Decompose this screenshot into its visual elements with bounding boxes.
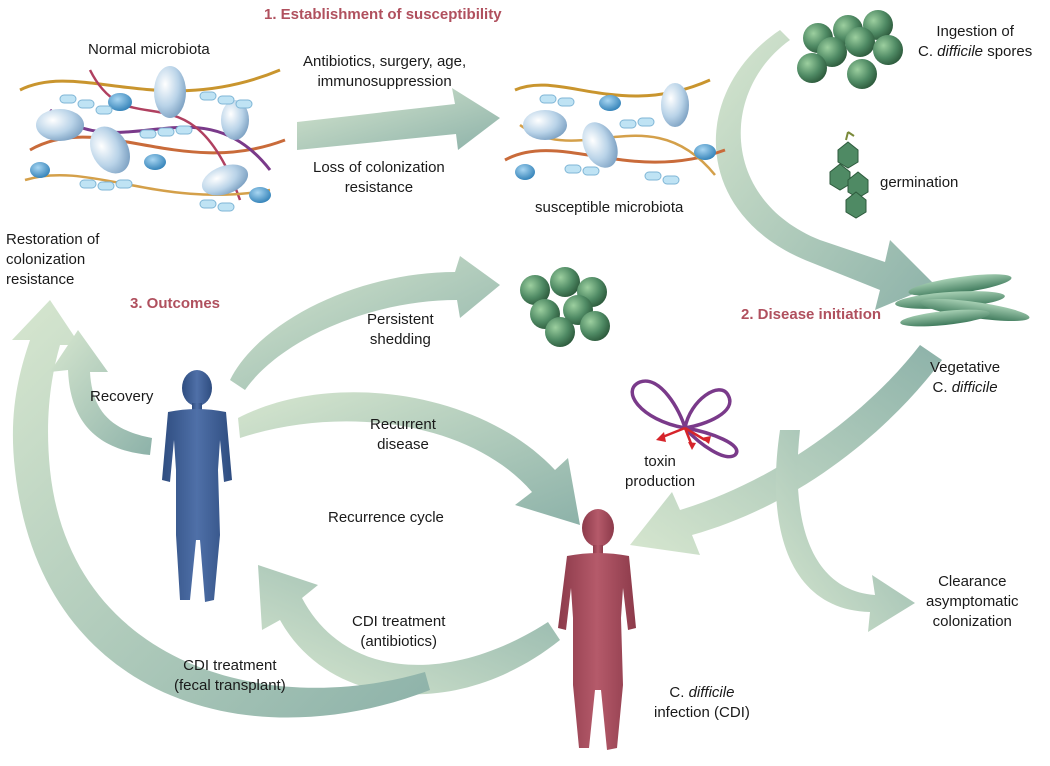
arrow-recurrent-disease [238, 392, 580, 525]
label-ingestion-of-spores: Ingestion of C. difficile spores [918, 23, 1033, 60]
label-cdi-treatment-fecal-transplant: CDI treatment (fecal transplant) [174, 657, 286, 694]
label-loss-colonization-resistance: Loss of colonization resistance [313, 159, 445, 196]
label-recovery: Recovery [90, 388, 154, 405]
label-restoration-colonization-resistance: Restoration of colonization resistance [6, 231, 100, 288]
label-cdifficile-infection: C. difficile infection (CDI) [654, 684, 750, 721]
shed-spores [520, 267, 610, 347]
arrow-ingestion-to-vegetative [715, 30, 935, 310]
label-vegetative-cdifficile: Vegetative C. difficile [930, 359, 1001, 396]
toxin-illustration [630, 379, 739, 459]
stage-heading-disease-initiation: 2. Disease initiation [741, 306, 882, 323]
label-normal-microbiota: Normal microbiota [88, 41, 210, 58]
infected-patient-figure [558, 509, 636, 750]
label-germination: germination [880, 174, 959, 191]
stage-heading-susceptibility: 1. Establishment of susceptibility [264, 6, 502, 23]
ingested-spores [797, 10, 903, 89]
arrow-susceptibility [297, 88, 500, 150]
arrow-persistent-shedding [230, 256, 500, 390]
label-susceptible-microbiota: susceptible microbiota [535, 199, 684, 216]
label-risk-factors: Antibiotics, surgery, age, immunosuppres… [303, 53, 467, 90]
stage-heading-outcomes: 3. Outcomes [130, 295, 221, 312]
flow-arrows [12, 30, 942, 718]
arrow-vegetative-to-infection [630, 345, 942, 555]
arrow-cdi-antibiotics [258, 565, 560, 695]
arrow-clearance [775, 430, 915, 632]
label-recurrence-cycle: Recurrence cycle [328, 509, 444, 526]
label-toxin-production: toxin production [625, 453, 696, 490]
label-clearance-asymptomatic-colonization: Clearance asymptomatic colonization [926, 573, 1019, 630]
germination-molecule [829, 131, 869, 219]
recovered-patient-figure [162, 370, 232, 602]
label-cdi-treatment-antibiotics: CDI treatment (antibiotics) [352, 613, 446, 650]
label-persistent-shedding: Persistent shedding [367, 311, 434, 348]
label-recurrent-disease: Recurrent disease [370, 416, 436, 453]
arrow-fecal-transplant [12, 300, 430, 718]
vegetative-cells [895, 274, 1030, 327]
susceptible-microbiota-illustration [504, 78, 726, 185]
normal-microbiota-illustration [19, 66, 286, 212]
arrow-recovery [50, 330, 152, 455]
